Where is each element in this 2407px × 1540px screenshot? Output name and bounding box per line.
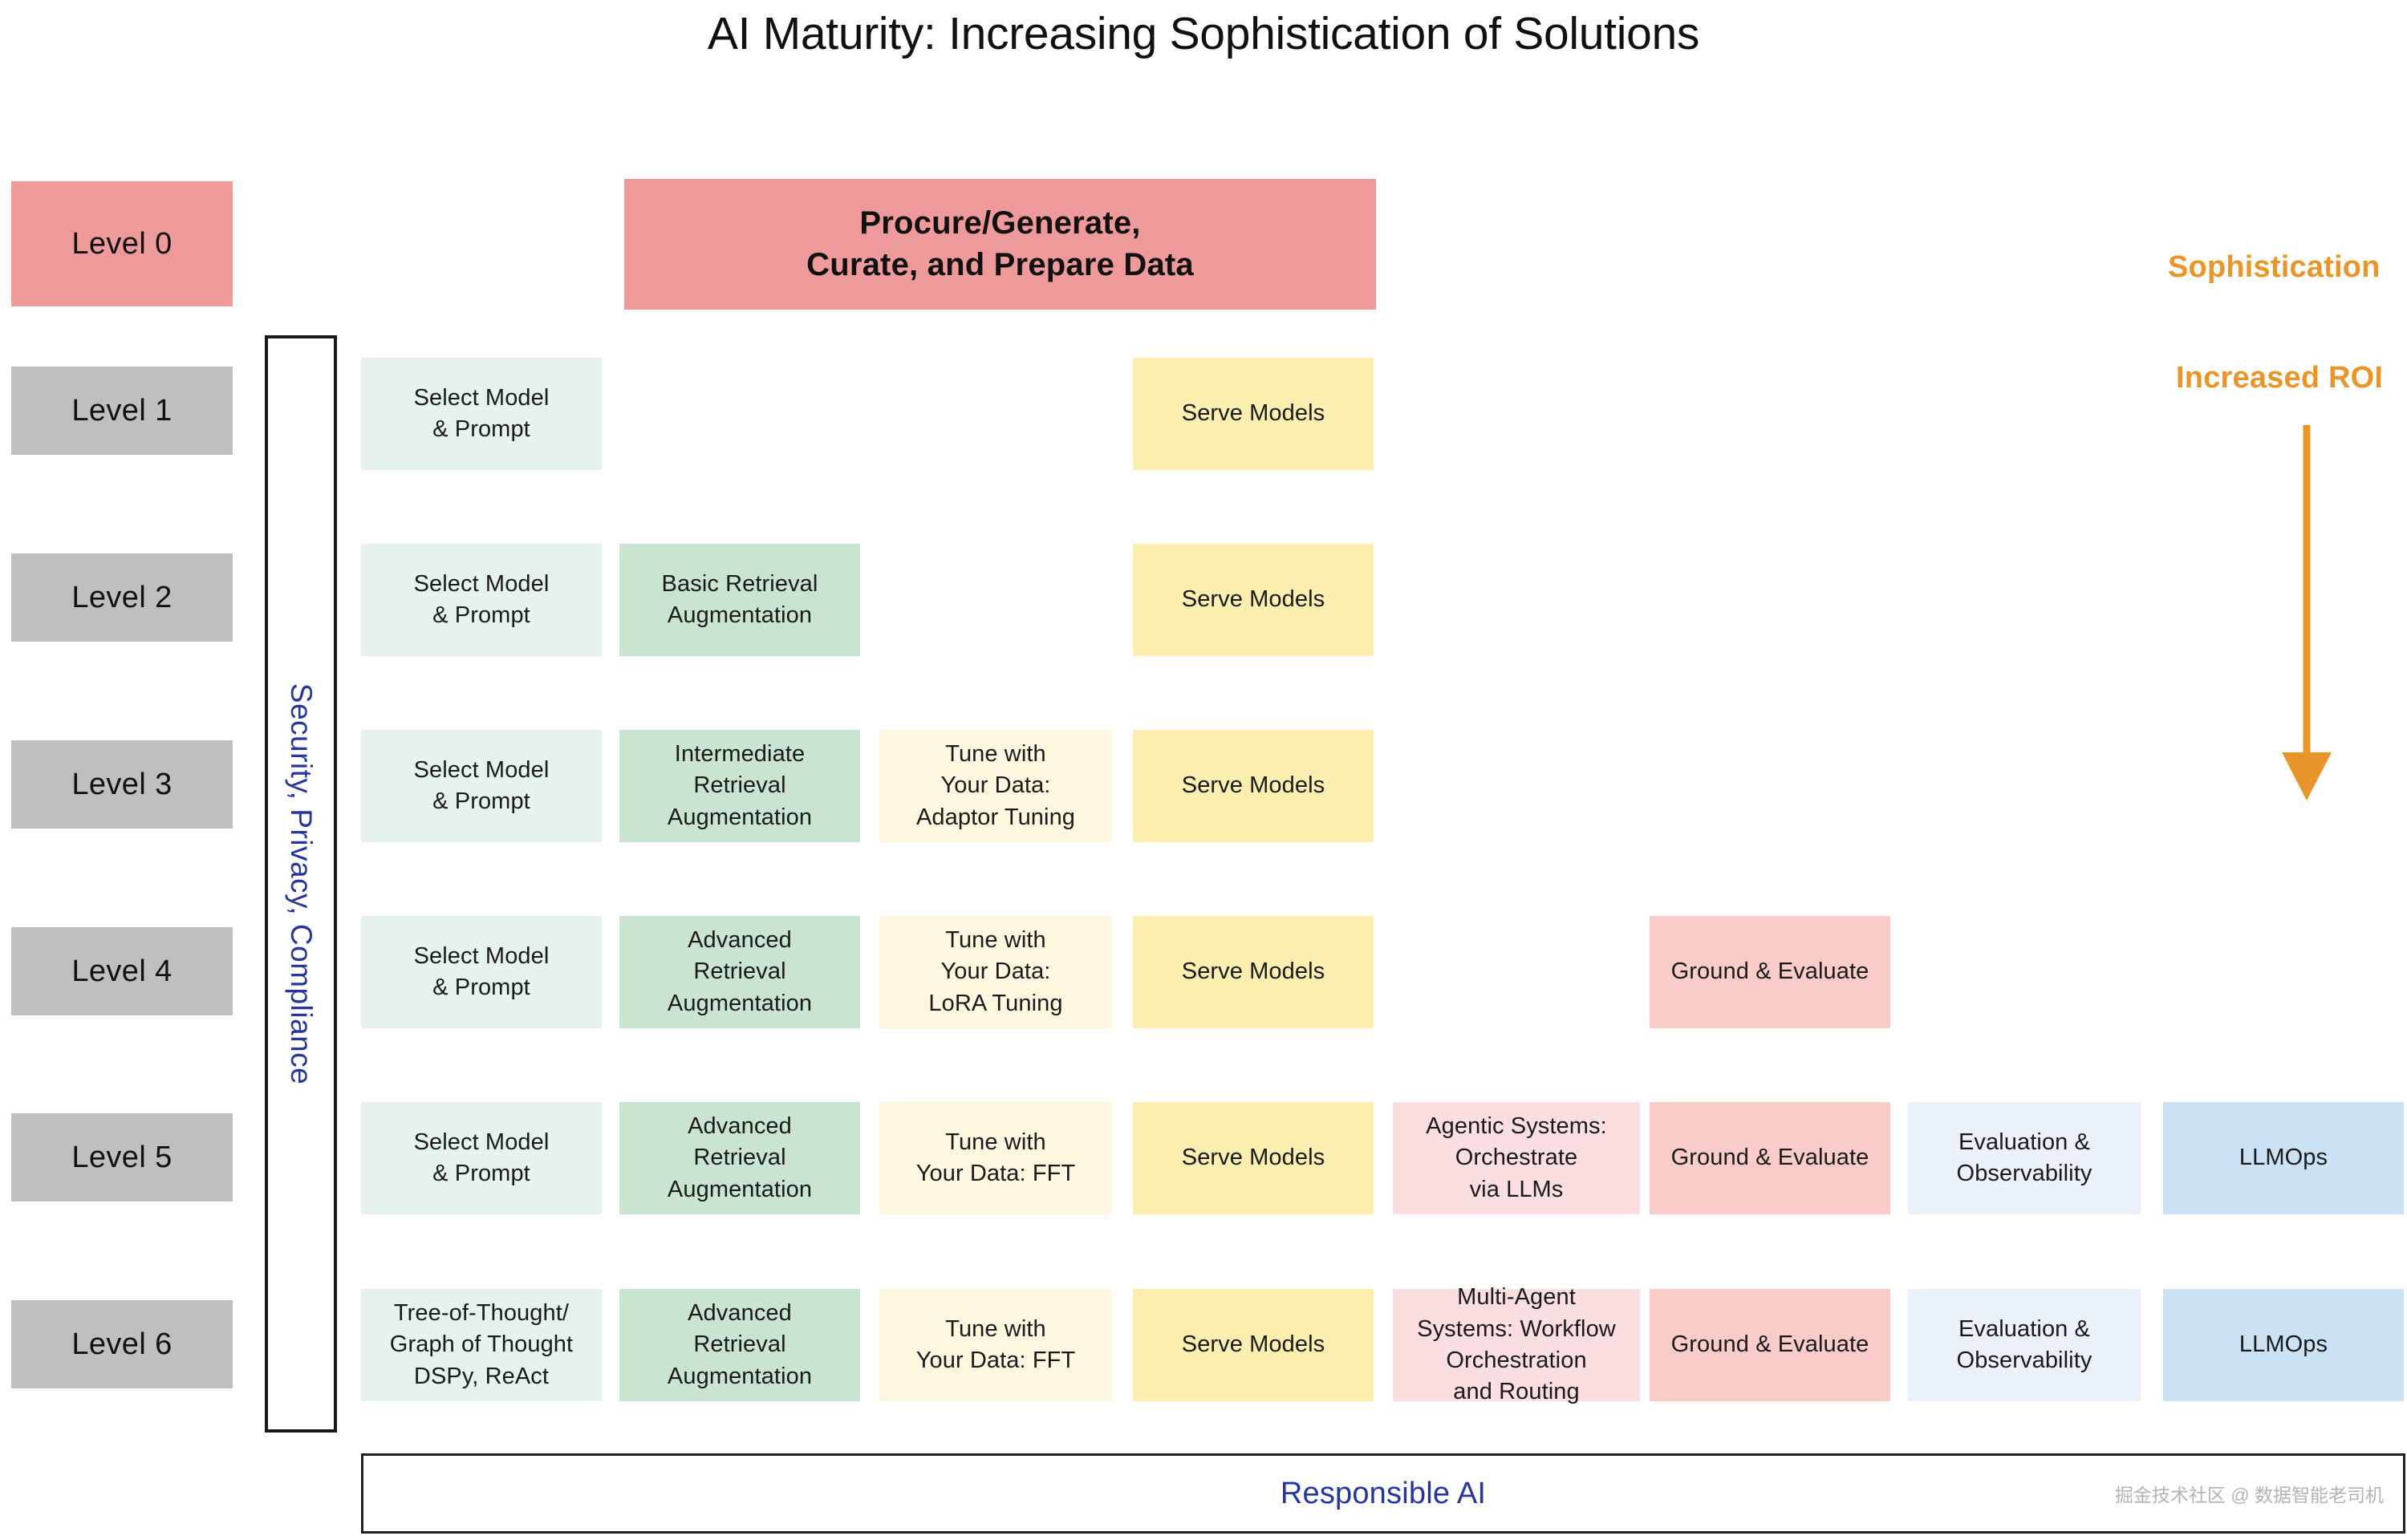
procure-generate-banner: Procure/Generate, Curate, and Prepare Da… — [624, 179, 1376, 310]
matrix-cell-evaluation-obs: Evaluation &Observability — [1908, 1289, 2141, 1401]
level-chip-label: Level 1 — [71, 393, 173, 428]
level-chip-0: Level 0 — [11, 181, 233, 306]
matrix-cell-ground-evaluate: Ground & Evaluate — [1650, 916, 1890, 1028]
level-chip-label: Level 0 — [71, 226, 173, 261]
level-chip-1: Level 1 — [11, 367, 233, 455]
matrix-cell-serve: Serve Models — [1133, 730, 1374, 842]
level-chip-label: Level 2 — [71, 580, 173, 614]
matrix-cell-label: Ground & Evaluate — [1670, 1331, 1869, 1358]
down-arrow-icon — [2282, 425, 2332, 800]
matrix-cell-select-model: Select Model& Prompt — [361, 1102, 602, 1214]
matrix-cell-ground-evaluate: Ground & Evaluate — [1650, 1289, 1890, 1401]
matrix-cell-label: Ground & Evaluate — [1670, 958, 1869, 985]
matrix-cell-label: Evaluation &Observability — [1956, 1129, 2092, 1186]
matrix-cell-select-model: Select Model& Prompt — [361, 730, 602, 842]
matrix-cell-select-model: Select Model& Prompt — [361, 544, 602, 656]
matrix-cell-label: Serve Models — [1181, 1331, 1325, 1358]
level-chip-5: Level 5 — [11, 1113, 233, 1202]
responsible-ai-label: Responsible AI — [1280, 1476, 1487, 1510]
matrix-cell-serve: Serve Models — [1133, 916, 1374, 1028]
level-chip-label: Level 3 — [71, 767, 173, 801]
matrix-cell-llmops: LLMOps — [2163, 1289, 2404, 1401]
banner-line-2: Curate, and Prepare Data — [806, 246, 1194, 282]
matrix-cell-label: Serve Models — [1181, 958, 1325, 985]
level-chip-label: Level 4 — [71, 954, 173, 988]
matrix-cell-ground-evaluate: Ground & Evaluate — [1650, 1102, 1890, 1214]
matrix-cell-label: Evaluation &Observability — [1956, 1315, 2092, 1373]
sophistication-label: Sophistication — [2168, 250, 2381, 284]
level-chip-label: Level 6 — [71, 1327, 173, 1361]
matrix-cell-serve: Serve Models — [1133, 358, 1374, 470]
matrix-cell-label: LLMOps — [2239, 1145, 2328, 1171]
matrix-cell-label: Select Model& Prompt — [413, 570, 550, 628]
page-title: AI Maturity: Increasing Sophistication o… — [707, 8, 1700, 59]
watermark-text: 掘金技术社区 @ 数据智能老司机 — [2114, 1485, 2384, 1506]
matrix-cell-label: Serve Models — [1181, 772, 1325, 799]
level-chip-label: Level 5 — [71, 1140, 173, 1174]
matrix-cell-evaluation-obs: Evaluation &Observability — [1908, 1102, 2141, 1214]
security-privacy-compliance-bar: Security, Privacy, Compliance — [265, 335, 337, 1433]
matrix-cell-label: Select Model& Prompt — [413, 756, 550, 814]
matrix-cell-label: Select Model& Prompt — [413, 942, 550, 1000]
matrix-cell-serve: Serve Models — [1133, 1289, 1374, 1401]
matrix-cell-label: LLMOps — [2239, 1331, 2328, 1358]
increased-roi-label: Increased ROI — [2176, 361, 2384, 395]
matrix-cell-serve: Serve Models — [1133, 1102, 1374, 1214]
matrix-cell-serve: Serve Models — [1133, 544, 1374, 656]
level-chip-6: Level 6 — [11, 1300, 233, 1388]
matrix-cell-label: Serve Models — [1181, 586, 1325, 613]
matrix-cell-label: Serve Models — [1181, 1145, 1325, 1171]
matrix-cell-label: Select Model& Prompt — [413, 1129, 550, 1186]
level-chip-3: Level 3 — [11, 740, 233, 829]
responsible-ai-bar: Responsible AI 掘金技术社区 @ 数据智能老司机 — [361, 1453, 2405, 1534]
banner-line-1: Procure/Generate, — [859, 205, 1141, 241]
matrix-cell-select-model: Select Model& Prompt — [361, 358, 602, 470]
matrix-cell-llmops: LLMOps — [2163, 1102, 2404, 1214]
matrix-cell-label: Ground & Evaluate — [1670, 1145, 1869, 1171]
matrix-cell-label: Serve Models — [1181, 400, 1325, 427]
security-privacy-compliance-label: Security, Privacy, Compliance — [285, 683, 318, 1085]
level-chip-2: Level 2 — [11, 553, 233, 642]
matrix-cell-label: Select Model& Prompt — [413, 384, 550, 442]
matrix-cell-select-model: Select Model& Prompt — [361, 916, 602, 1028]
level-chip-4: Level 4 — [11, 927, 233, 1015]
